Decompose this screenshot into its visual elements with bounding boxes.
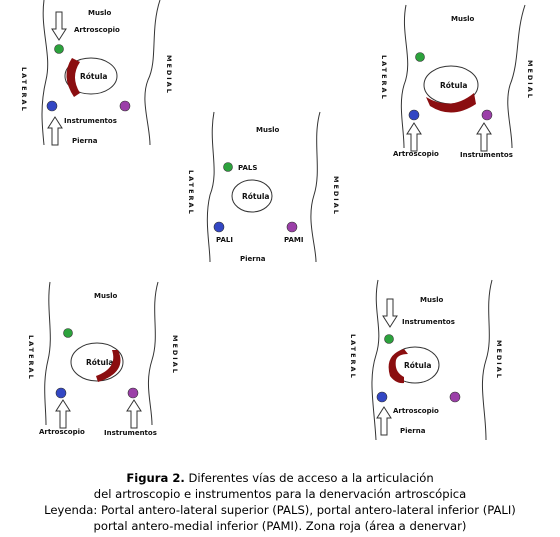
lateral-contour xyxy=(41,0,49,146)
pali-portal xyxy=(55,387,67,399)
denervation-zone xyxy=(388,349,408,384)
scope-tool-label: Artroscopio xyxy=(393,150,439,158)
pals-portal xyxy=(415,52,425,62)
patella xyxy=(64,57,118,95)
panel-bottom-left: Muslo LATERAL MEDIAL Rótula Artroscopio … xyxy=(27,281,179,437)
thigh-label: Muslo xyxy=(88,9,112,17)
scope-tool-label: Artroscopio xyxy=(74,26,120,34)
pali-portal xyxy=(46,100,58,112)
caption-title: Diferentes vías de acceso a la articulac… xyxy=(184,471,434,485)
pals-portal xyxy=(54,44,64,54)
arrow-up-icon xyxy=(376,406,392,436)
arrow-down-icon xyxy=(51,11,67,41)
arrow-up-icon xyxy=(406,122,422,152)
patella-label: Rótula xyxy=(242,192,269,201)
pals-portal xyxy=(63,328,73,338)
pals-portal xyxy=(384,334,394,344)
medial-label: MEDIAL xyxy=(526,60,534,100)
thigh-label: Muslo xyxy=(420,296,444,304)
medial-contour xyxy=(310,111,321,263)
pami-portal xyxy=(286,221,298,233)
figure-label: Figura 2. xyxy=(126,471,185,485)
pali-label: PALI xyxy=(216,236,233,244)
arrow-up-icon xyxy=(47,116,63,146)
panel-top-right: Muslo LATERAL MEDIAL Rótula Artroscopio … xyxy=(380,4,534,159)
pals-portal xyxy=(223,162,233,172)
leg-label: Pierna xyxy=(240,255,266,263)
thigh-label: Muslo xyxy=(256,126,280,134)
denervation-zone xyxy=(66,58,80,97)
medial-contour xyxy=(144,0,161,146)
pami-portal xyxy=(481,109,493,121)
panel-bottom-right: Muslo Instrumentos LATERAL MEDIAL Rótula… xyxy=(349,279,503,441)
panel-top-left: Muslo Artroscopio LATERAL MEDIAL Rótula … xyxy=(20,0,173,146)
lateral-label: LATERAL xyxy=(20,67,28,113)
medial-label: MEDIAL xyxy=(332,176,340,216)
medial-contour xyxy=(147,281,159,426)
pali-portal xyxy=(408,109,420,121)
lateral-label: LATERAL xyxy=(187,170,195,216)
thigh-label: Muslo xyxy=(451,15,475,23)
caption-line-2: del artroscopio e instrumentos para la d… xyxy=(93,487,467,501)
arrow-up-icon xyxy=(476,122,492,152)
medial-label: MEDIAL xyxy=(165,55,173,95)
instrument-tool-label: Instrumentos xyxy=(460,151,513,159)
patella-label: Rótula xyxy=(404,361,431,370)
lateral-contour xyxy=(206,111,215,263)
caption-line-1: Figura 2. Diferentes vías de acceso a la… xyxy=(0,470,560,486)
medial-contour xyxy=(481,279,493,441)
thigh-label: Muslo xyxy=(94,292,118,300)
lateral-label: LATERAL xyxy=(380,55,388,101)
caption-legend-line-2: portal antero-medial inferior (PAMI). Zo… xyxy=(93,519,467,533)
denervation-zone xyxy=(96,350,121,382)
pami-portal xyxy=(449,391,461,403)
pami-label: PAMI xyxy=(284,236,303,244)
pali-portal xyxy=(376,391,388,403)
instrument-tool-label: Instrumentos xyxy=(64,117,117,125)
lateral-contour xyxy=(400,4,409,149)
pami-portal xyxy=(127,387,139,399)
lateral-label: LATERAL xyxy=(27,335,35,381)
scope-tool-label: Artroscopio xyxy=(393,407,439,415)
lateral-label: LATERAL xyxy=(349,334,357,380)
arrow-up-icon xyxy=(126,399,142,429)
panel-center: Muslo PALS LATERAL MEDIAL Rótula PALI PA… xyxy=(187,111,340,263)
arrow-down-icon xyxy=(382,298,398,328)
pali-portal xyxy=(213,221,225,233)
instrument-tool-label: Instrumentos xyxy=(402,318,455,326)
instrument-tool-label: Instrumentos xyxy=(104,429,157,437)
medial-label: MEDIAL xyxy=(495,340,503,380)
patella-label: Rótula xyxy=(80,72,107,81)
patella xyxy=(231,179,273,213)
leg-label: Pierna xyxy=(72,137,98,145)
pals-label: PALS xyxy=(238,164,257,172)
medial-contour xyxy=(507,4,526,149)
denervation-zone xyxy=(426,93,476,113)
patella-label: Rótula xyxy=(440,81,467,90)
caption-legend-line-1: Leyenda: Portal antero-lateral superior … xyxy=(44,503,516,517)
patella-label: Rótula xyxy=(86,358,113,367)
knee-diagrams: Muslo Artroscopio LATERAL MEDIAL Rótula … xyxy=(20,0,534,441)
leg-label: Pierna xyxy=(400,427,426,435)
medial-label: MEDIAL xyxy=(171,335,179,375)
lateral-contour xyxy=(371,279,380,441)
lateral-contour xyxy=(44,281,51,426)
scope-tool-label: Artroscopio xyxy=(39,428,85,436)
arrow-up-icon xyxy=(55,399,71,429)
pami-portal xyxy=(119,100,131,112)
figure-caption: Figura 2. Diferentes vías de acceso a la… xyxy=(0,470,560,534)
